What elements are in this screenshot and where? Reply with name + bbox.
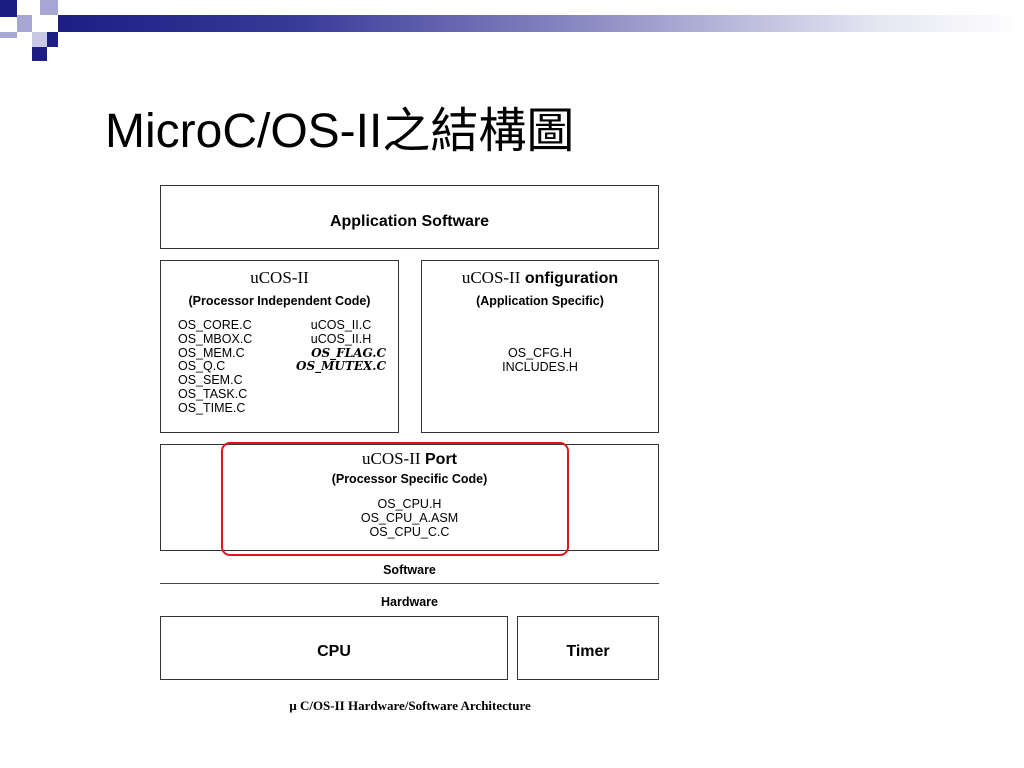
independent-subtitle: (Processor Independent Code) — [188, 294, 371, 308]
independent-files-right: uCOS_II.C uCOS_II.H OS_FLAG.C OS_MUTEX.C — [296, 318, 386, 374]
file-name: uCOS_II.C — [310, 318, 372, 332]
processor-independent-box: uCOS-II (Processor Independent Code) OS_… — [160, 260, 399, 433]
decoration-square — [47, 32, 58, 47]
file-name: OS_CPU_C.C — [369, 525, 450, 539]
application-software-label: Application Software — [329, 213, 490, 230]
configuration-title: uCOS-II onfiguration — [422, 268, 658, 289]
timer-label: Timer — [566, 643, 610, 660]
file-name: uCOS_II.H — [310, 331, 372, 346]
file-name: OS_CPU.H — [377, 497, 442, 511]
file-name-bold: OS_FLAG.C — [311, 345, 386, 360]
decoration-square — [32, 32, 47, 47]
configuration-box: uCOS-II onfiguration (Application Specif… — [421, 260, 659, 433]
decoration-square — [17, 15, 32, 32]
hardware-label: Hardware — [381, 595, 438, 609]
port-title: uCOS-II Port — [161, 449, 658, 470]
port-subtitle: (Processor Specific Code) — [331, 472, 488, 486]
cpu-label: CPU — [317, 643, 351, 660]
decoration-square — [40, 0, 58, 15]
configuration-subtitle: (Application Specific) — [476, 294, 604, 308]
port-highlight — [221, 442, 569, 556]
software-label: Software — [383, 563, 436, 577]
file-name: OS_TIME.C — [178, 400, 246, 415]
independent-title: uCOS-II — [250, 268, 309, 287]
file-name: OS_Q.C — [178, 359, 226, 374]
file-name: OS_MBOX.C — [178, 331, 253, 346]
file-name-bold: OS_MUTEX.C — [296, 359, 386, 374]
header-gradient-bar — [58, 15, 1024, 32]
port-box: uCOS-II Port (Processor Specific Code) O… — [160, 444, 659, 551]
file-name: OS_CFG.H — [508, 346, 572, 360]
independent-files-left: OS_CORE.C OS_MBOX.C OS_MEM.C OS_Q.C OS_S… — [178, 318, 253, 416]
port-title-suffix: Port — [425, 451, 457, 468]
file-name: OS_SEM.C — [178, 373, 243, 388]
port-title-prefix: uCOS-II — [361, 449, 421, 468]
diagram-caption: µ C/OS-II Hardware/Software Architecture — [289, 698, 531, 713]
cpu-box: CPU — [160, 616, 508, 680]
configuration-title-prefix: uCOS-II — [461, 268, 521, 287]
decoration-square — [0, 32, 17, 38]
file-name: OS_MEM.C — [178, 345, 245, 360]
file-name: OS_CORE.C — [178, 318, 252, 332]
file-name: OS_TASK.C — [178, 386, 248, 401]
configuration-title-suffix: onfiguration — [524, 270, 619, 287]
slide-title: MicroC/OS-II之結構圖 — [105, 105, 575, 158]
file-name: OS_CPU_A.ASM — [360, 511, 459, 525]
software-hardware-divider — [160, 583, 659, 584]
application-software-box: Application Software — [160, 185, 659, 249]
decoration-square — [0, 0, 17, 17]
decoration-square — [32, 47, 47, 61]
timer-box: Timer — [517, 616, 659, 680]
file-name: INCLUDES.H — [502, 360, 578, 374]
